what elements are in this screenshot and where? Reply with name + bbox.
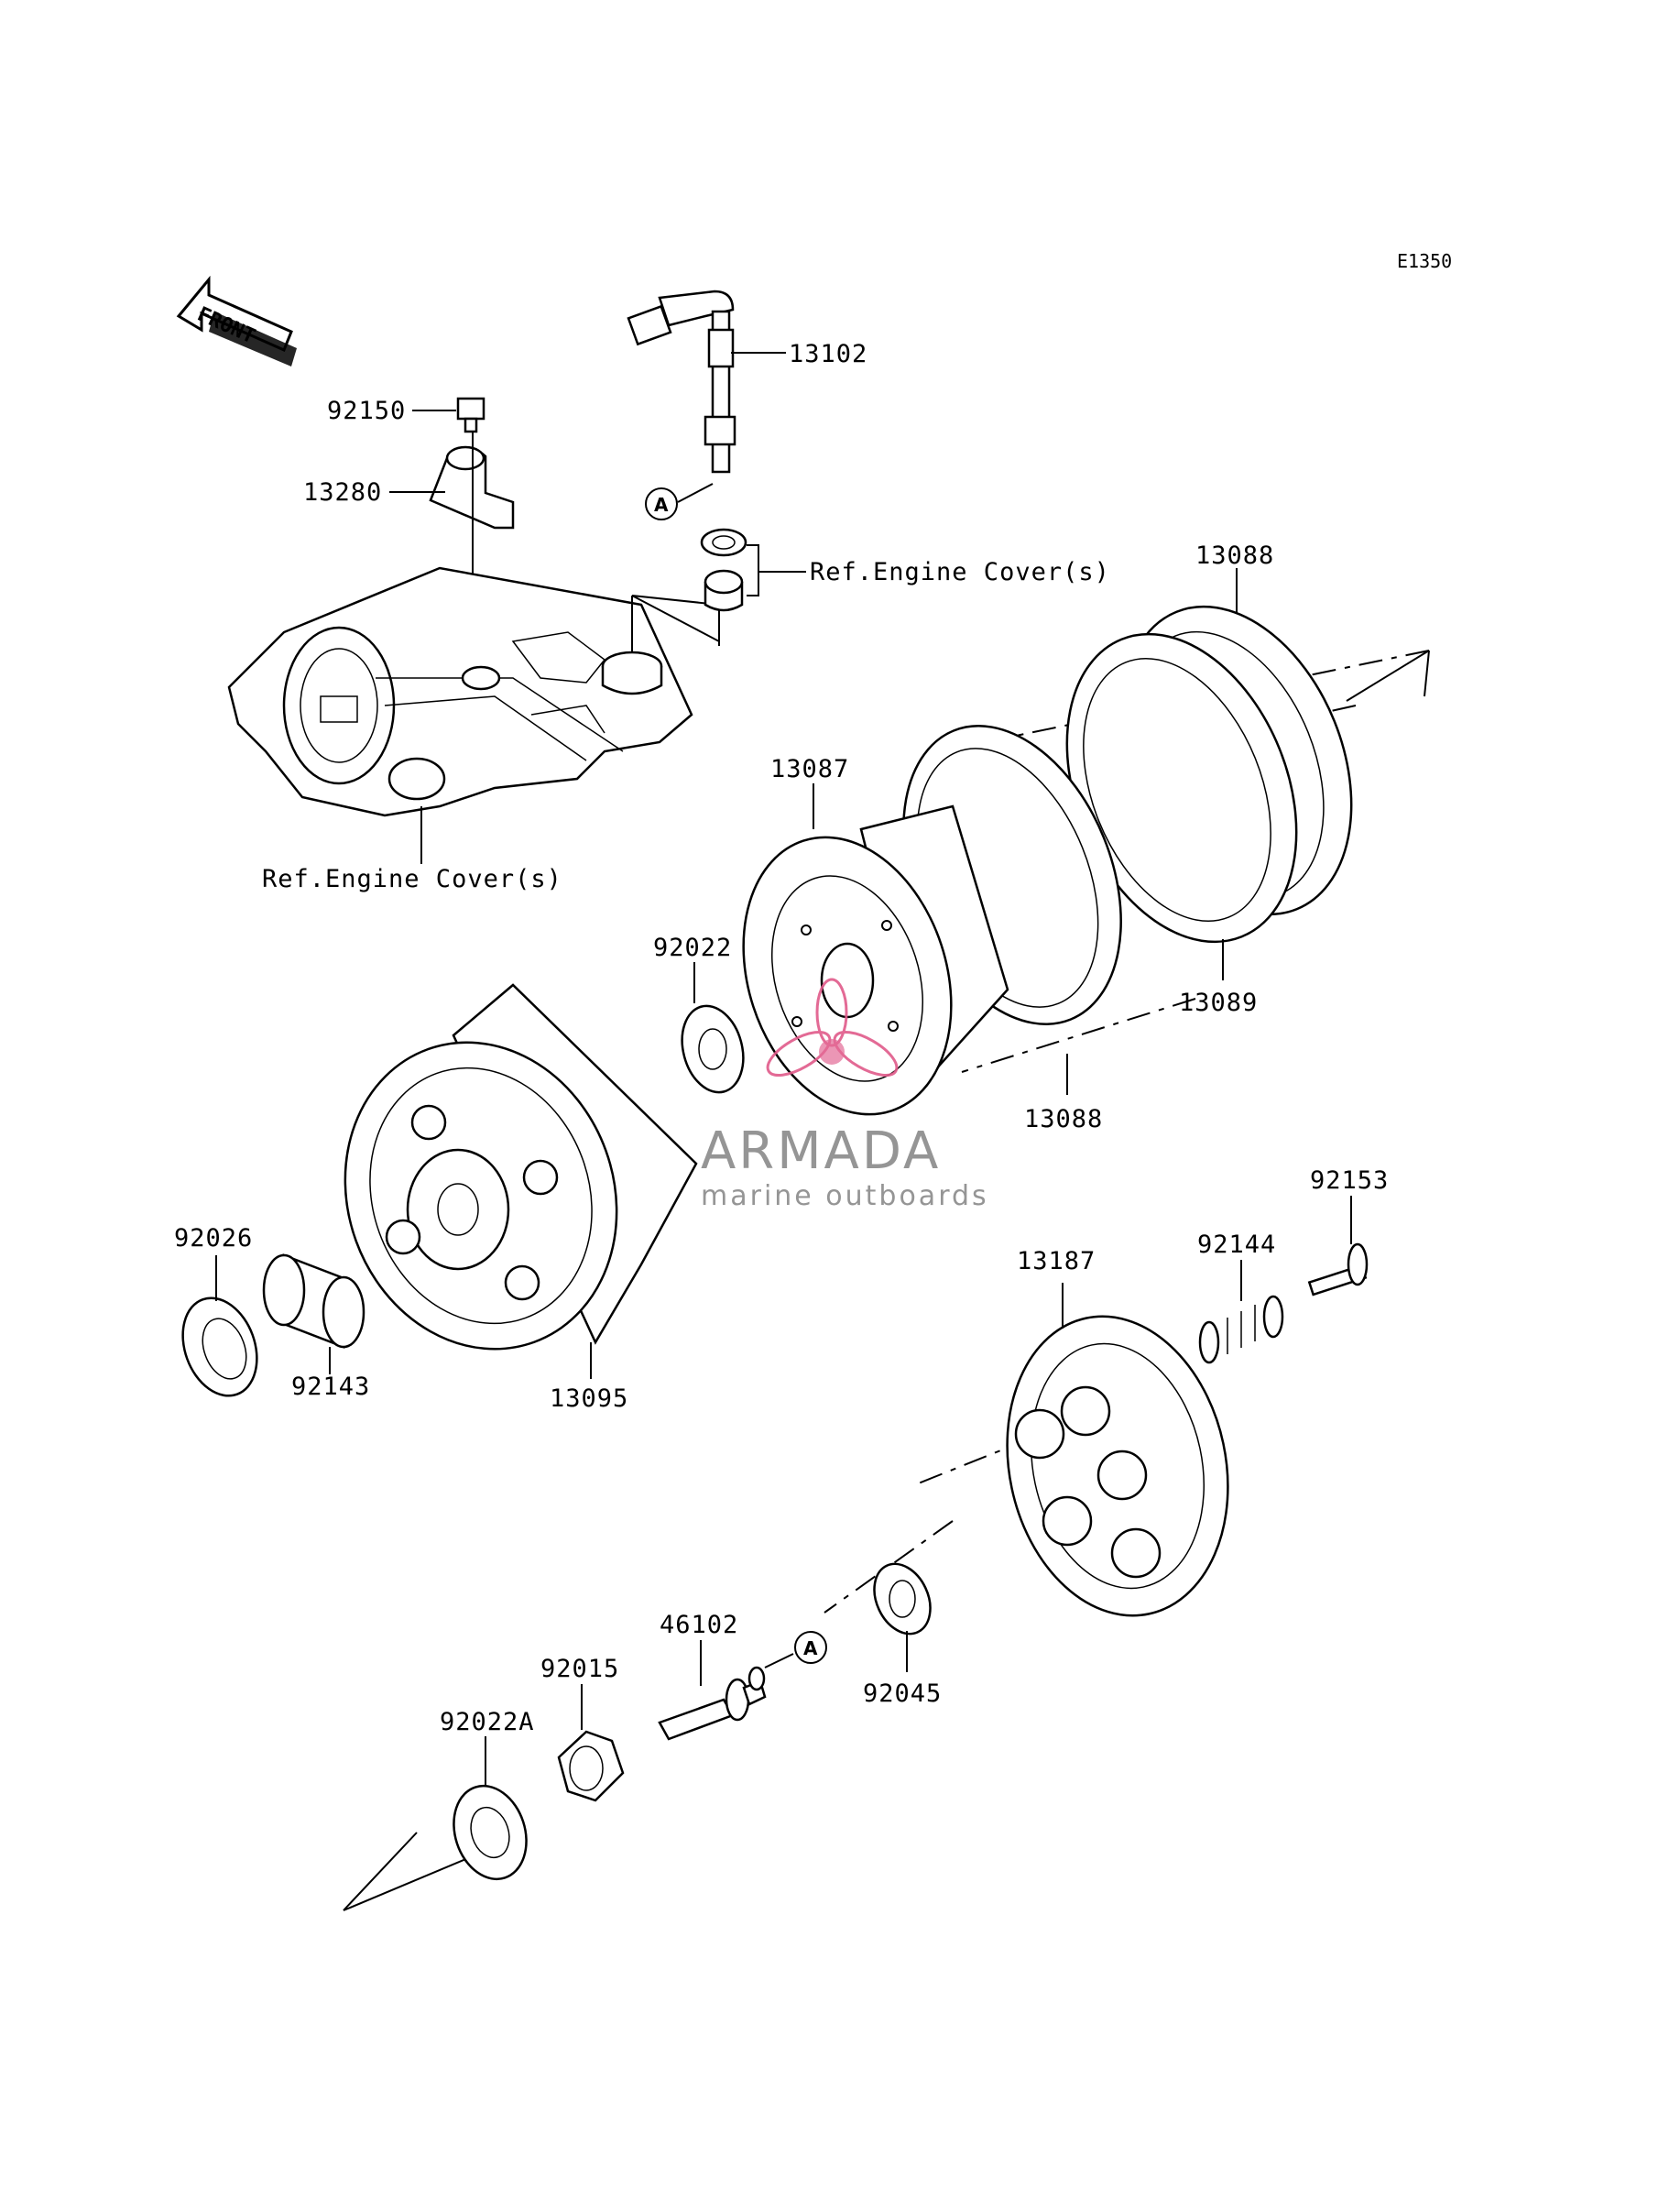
label-92144: 92144 — [1197, 1231, 1276, 1259]
label-13088-top: 13088 — [1195, 542, 1274, 570]
label-92045: 92045 — [863, 1679, 942, 1708]
label-46102: 46102 — [660, 1611, 738, 1639]
label-13280: 13280 — [303, 478, 382, 507]
bearing-lower — [704, 569, 744, 612]
washer-92026 — [181, 1296, 258, 1397]
washer-92022A — [453, 1784, 528, 1881]
sleeve-92143 — [262, 1253, 365, 1349]
label-13087: 13087 — [770, 755, 849, 783]
nut-92015 — [557, 1730, 625, 1802]
label-13088-bottom: 13088 — [1024, 1105, 1103, 1133]
label-13095: 13095 — [550, 1384, 628, 1413]
svg-text:A: A — [654, 494, 669, 516]
label-92022: 92022 — [653, 934, 732, 962]
label-92022A: 92022A — [440, 1708, 535, 1736]
armada-watermark: ARMADA marine outboards — [701, 978, 989, 1212]
watermark-tagline: marine outboards — [701, 1180, 989, 1212]
point-a-upper: A — [645, 487, 678, 520]
diagram-code: E1350 — [1397, 250, 1452, 272]
svg-text:A: A — [803, 1637, 818, 1659]
bearing-92045 — [873, 1562, 932, 1636]
pressure-plate-13187 — [1006, 1315, 1229, 1617]
pushrod-46102 — [658, 1666, 767, 1741]
label-92143: 92143 — [291, 1373, 370, 1401]
front-arrow-icon: FRONT — [176, 275, 297, 366]
clutch-hub-13087 — [742, 804, 1009, 1116]
bearing-upper — [700, 528, 747, 557]
point-a-lower: A — [794, 1631, 827, 1664]
label-13089: 13089 — [1179, 989, 1258, 1017]
bolt-92153 — [1307, 1242, 1369, 1296]
bolt-92150 — [456, 397, 485, 433]
engine-cover-housing — [227, 566, 693, 817]
label-92015: 92015 — [540, 1655, 619, 1683]
ref-engine-cover-lower: Ref.Engine Cover(s) — [262, 865, 562, 893]
ref-engine-cover-upper: Ref.Engine Cover(s) — [810, 558, 1110, 586]
watermark-brand: ARMADA — [701, 1121, 941, 1181]
label-92150: 92150 — [327, 397, 406, 425]
shaft-13102 — [627, 290, 736, 474]
label-92153: 92153 — [1310, 1166, 1389, 1195]
label-13187: 13187 — [1017, 1247, 1096, 1275]
propeller-logo-icon — [766, 978, 899, 1078]
label-92026: 92026 — [174, 1224, 253, 1253]
washer-92022 — [681, 1004, 745, 1094]
spring-92144 — [1198, 1295, 1284, 1364]
clutch-housing-13095 — [344, 983, 698, 1351]
label-13102: 13102 — [789, 340, 867, 368]
cover-boss — [601, 651, 663, 695]
